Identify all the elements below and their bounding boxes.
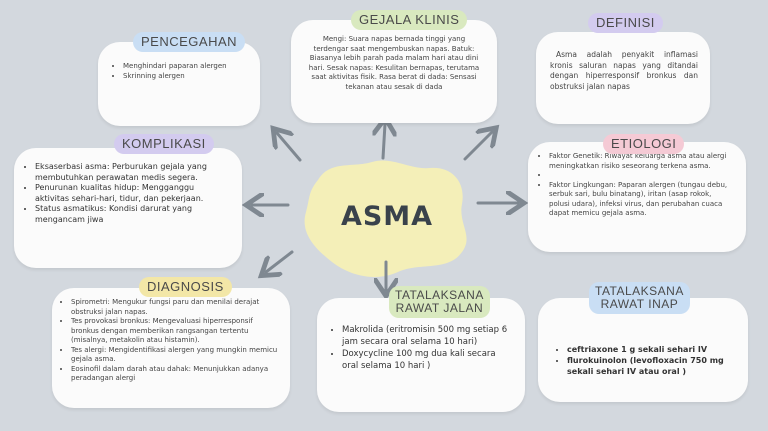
rawat-jalan-title: TATALAKSANA RAWAT JALAN xyxy=(389,286,490,319)
rawat-inap-title-line1: TATALAKSANA xyxy=(595,284,684,298)
diagnosis-list: Spirometri: Mengukur fungsi paru dan men… xyxy=(60,298,282,384)
diagnosis-card: Spirometri: Mengukur fungsi paru dan men… xyxy=(52,288,290,408)
definisi-text: Asma adalah penyakit inflamasi kronis sa… xyxy=(550,50,698,91)
komplikasi-list: Eksaserbasi asma: Perburukan gejala yang… xyxy=(24,162,230,225)
etiologi-item: Faktor Genetik: Riwayat keluarga asma at… xyxy=(549,152,734,171)
rawat-jalan-item: Makrolida (eritromisin 500 mg setiap 6 j… xyxy=(342,324,513,348)
rawat-jalan-title-line1: TATALAKSANA xyxy=(395,288,484,302)
rawat-inap-item: ceftriaxone 1 g sekali sehari IV xyxy=(567,344,736,355)
rawat-inap-title-line2: RAWAT INAP xyxy=(600,297,679,312)
gejala-title: GEJALA KLINIS xyxy=(351,10,468,31)
diagnosis-item: Spirometri: Mengukur fungsi paru dan men… xyxy=(71,298,282,317)
diagnosis-title: DIAGNOSIS xyxy=(139,277,232,298)
pencegahan-item: Skrinning alergen xyxy=(123,72,248,82)
rawat-inap-list: ceftriaxone 1 g sekali sehari IV fluroku… xyxy=(556,344,736,377)
komplikasi-card: Eksaserbasi asma: Perburukan gejala yang… xyxy=(14,148,242,268)
komplikasi-item: Eksaserbasi asma: Perburukan gejala yang… xyxy=(35,162,230,183)
rawat-jalan-item: Doxycycline 100 mg dua kali secara oral … xyxy=(342,348,513,372)
center-blob xyxy=(304,160,467,277)
gejala-text: Mengi: Suara napas bernada tinggi yang t… xyxy=(308,35,480,91)
gejala-card: Mengi: Suara napas bernada tinggi yang t… xyxy=(291,20,497,123)
diagnosis-item: Tes provokasi bronkus: Mengevaluasi hipe… xyxy=(71,317,282,346)
definisi-card: Asma adalah penyakit inflamasi kronis sa… xyxy=(536,32,710,124)
etiologi-list: Faktor Genetik: Riwayat keluarga asma at… xyxy=(538,152,734,219)
rawat-jalan-list: Makrolida (eritromisin 500 mg setiap 6 j… xyxy=(331,324,513,372)
arrow-to-diagnosis xyxy=(266,250,294,272)
arrow-to-gejala xyxy=(383,124,385,160)
arrow-to-definisi xyxy=(463,132,492,161)
komplikasi-title: KOMPLIKASI xyxy=(114,134,214,155)
rawat-inap-item: flurokuinolon (levofloxacin 750 mg sekal… xyxy=(567,355,736,377)
etiologi-title: ETIOLOGI xyxy=(603,134,685,155)
pencegahan-title: PENCEGAHAN xyxy=(133,32,246,53)
diagnosis-item: Eosinofil dalam darah atau dahak: Menunj… xyxy=(71,365,282,384)
rawat-inap-title: TATALAKSANA RAWAT INAP xyxy=(589,282,690,315)
center-title: ASMA xyxy=(340,201,434,232)
arrow-to-pencegahan xyxy=(277,133,302,162)
definisi-title: DEFINISI xyxy=(588,13,663,34)
pencegahan-card: Menghindari paparan alergen Skrinning al… xyxy=(98,42,260,126)
rawat-inap-card: ceftriaxone 1 g sekali sehari IV fluroku… xyxy=(538,298,748,402)
etiologi-item xyxy=(549,171,734,181)
pencegahan-item: Menghindari paparan alergen xyxy=(123,62,248,72)
etiologi-item: Faktor Lingkungan: Paparan alergen (tung… xyxy=(549,181,734,219)
diagnosis-item: Tes alergi: Mengidentifikasi alergen yan… xyxy=(71,346,282,365)
pencegahan-list: Menghindari paparan alergen Skrinning al… xyxy=(112,62,248,81)
komplikasi-item: Penurunan kualitas hidup: Mengganggu akt… xyxy=(35,183,230,204)
komplikasi-item: Status asmatikus: Kondisi darurat yang m… xyxy=(35,204,230,225)
rawat-jalan-title-line2: RAWAT JALAN xyxy=(395,301,484,316)
etiologi-card: Faktor Genetik: Riwayat keluarga asma at… xyxy=(528,142,746,252)
